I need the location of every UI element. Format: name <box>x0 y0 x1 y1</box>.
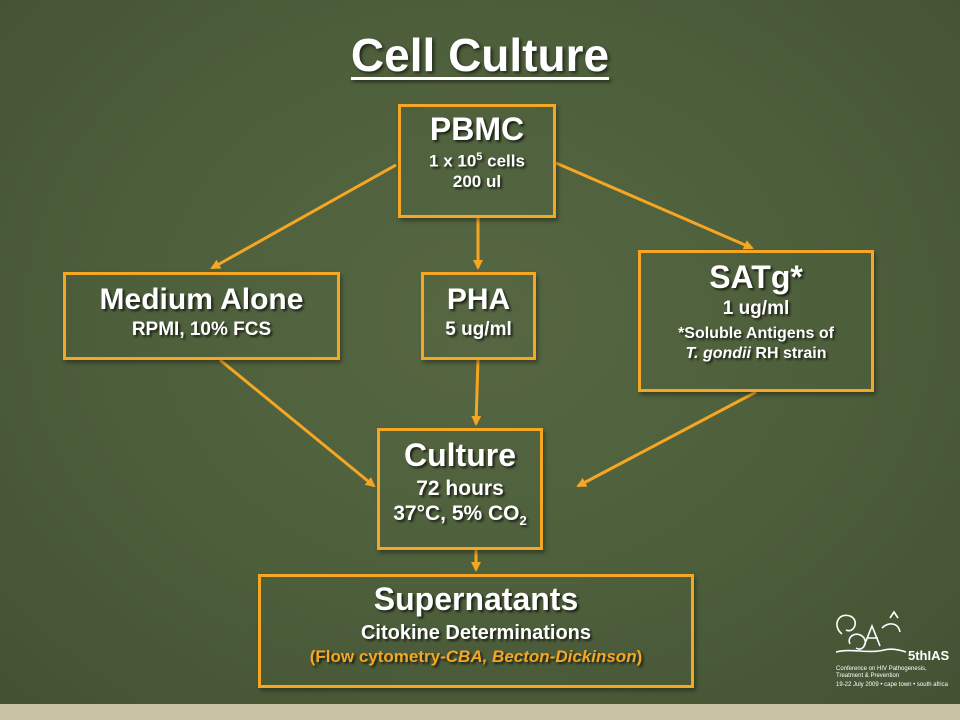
spiral-figures-logo-icon <box>835 610 907 653</box>
logo-tagline: Conference on HIV Pathogenesis, Treatmen… <box>836 666 927 679</box>
pbmc-node: PBMC 1 x 105 cells 200 ul <box>398 104 556 218</box>
supernatants-method: (Flow cytometry-CBA, Becton-Dickinson) <box>309 646 643 666</box>
satg-note-line2: T. gondii RH strain <box>685 345 827 363</box>
pha-detail: 5 ug/ml <box>445 318 512 340</box>
culture-title: Culture <box>404 437 516 473</box>
slide-background <box>0 0 960 704</box>
arrow-pbmc-to-medium <box>210 163 397 270</box>
pbmc-volume: 200 ul <box>452 171 502 191</box>
satg-note-line1: *Soluble Antigens of <box>678 325 834 343</box>
arrow-satg-to-culture <box>576 390 757 488</box>
arrow-medium-to-culture <box>219 358 376 488</box>
logo-brand: 5thIAS <box>908 648 950 663</box>
culture-duration: 72 hours <box>416 476 504 500</box>
medium-alone-node: Medium Alone RPMI, 10% FCS <box>63 272 340 360</box>
culture-node: Culture 72 hours 37°C, 5% CO2 <box>377 428 543 550</box>
slide-title: Cell Culture <box>350 29 610 81</box>
arrow-pha-to-culture <box>471 359 482 426</box>
arrow-pbmc-to-satg <box>555 161 754 250</box>
medium-alone-detail: RPMI, 10% FCS <box>131 318 272 340</box>
pbmc-title: PBMC <box>429 111 525 147</box>
satg-concentration: 1 ug/ml <box>722 297 790 319</box>
pbmc-cell-count: 1 x 105 cells <box>429 150 525 171</box>
supernatants-title: Supernatants <box>373 581 579 617</box>
supernatants-node: Supernatants Citokine Determinations (Fl… <box>258 574 694 688</box>
pha-node: PHA 5 ug/ml <box>421 272 536 360</box>
slide-footer-band <box>0 704 960 720</box>
supernatants-detail: Citokine Determinations <box>360 621 592 644</box>
medium-alone-title: Medium Alone <box>99 283 304 316</box>
conference-logo: 5thIAS Conference on HIV Pathogenesis, T… <box>828 604 950 696</box>
satg-title: SATg* <box>709 259 803 295</box>
culture-conditions: 37°C, 5% CO2 <box>393 501 527 528</box>
pha-title: PHA <box>446 283 511 316</box>
logo-dates: 19-22 July 2009 • cape town • south afri… <box>836 682 948 688</box>
satg-node: SATg* 1 ug/ml *Soluble Antigens of T. go… <box>638 250 874 392</box>
